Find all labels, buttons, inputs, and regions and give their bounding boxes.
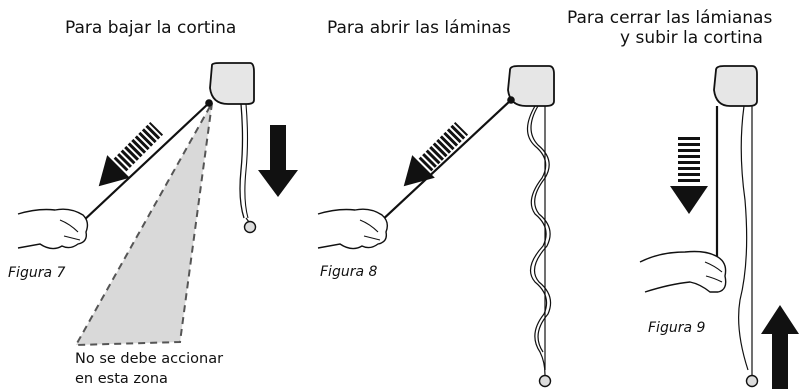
forbidden-zone-icon (74, 102, 213, 347)
cord-weight-icon (745, 374, 759, 388)
hand-icon (17, 208, 89, 250)
motor-housing-icon (209, 62, 255, 105)
cord-weight-icon (239, 103, 257, 234)
forbidden-zone-note-line2: en esta zona (75, 371, 168, 387)
up-arrow-icon (761, 305, 799, 389)
motor-housing-icon (507, 65, 555, 107)
panel2-caption: Para abrir las láminas (327, 18, 511, 38)
wand-icon (81, 99, 213, 223)
hand-icon (317, 208, 389, 250)
wand-icon (379, 96, 515, 223)
pull-arrow-icon (403, 121, 469, 187)
down-arrow-icon (670, 137, 708, 214)
panel3-caption-line2: y subir la cortina (620, 28, 763, 48)
motor-housing-icon (713, 65, 758, 107)
pull-arrow-icon (98, 121, 164, 187)
figure-8-label: Figura 8 (320, 264, 378, 280)
forbidden-zone-note-line1: No se debe accionar (75, 351, 224, 367)
hand-icon (639, 250, 727, 293)
figure-7-label: Figura 7 (8, 265, 66, 281)
panel3-caption-line1: Para cerrar las lámianas (567, 8, 773, 28)
panel1-caption: Para bajar la cortina (65, 18, 237, 38)
cord-icon (738, 105, 753, 375)
tilt-cord-icon (526, 105, 552, 376)
cord-weight-icon (538, 374, 552, 388)
figure-9-label: Figura 9 (648, 320, 706, 336)
down-arrow-icon (258, 125, 298, 197)
